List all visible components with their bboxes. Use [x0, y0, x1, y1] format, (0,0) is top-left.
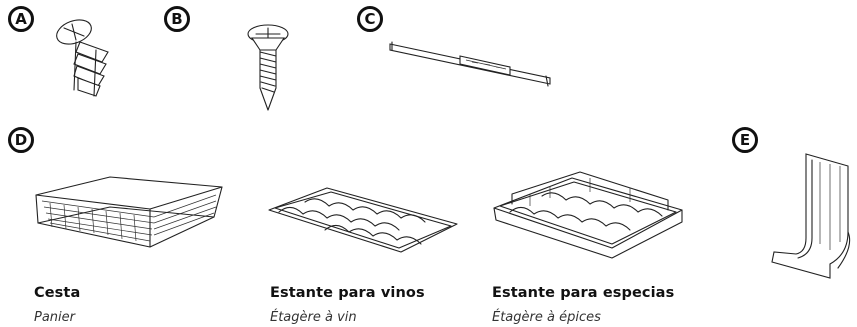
spice-rack-icon	[490, 164, 690, 264]
badge-b: B	[164, 6, 190, 32]
accessory-name: Estante para especias	[492, 285, 675, 301]
accessory-caption: Cesta Panier	[34, 285, 80, 325]
wine-rack-icon	[265, 182, 465, 257]
accessory-name: Estante para vinos	[270, 285, 425, 301]
badge-d: D	[8, 127, 34, 153]
wire-basket-icon	[30, 165, 230, 255]
accessory-caption: Estante para vinos Étagère à vin	[270, 285, 425, 325]
badge-c: C	[357, 6, 383, 32]
countersunk-screw-icon	[238, 22, 298, 114]
plastic-anchor-screw-icon	[50, 14, 130, 104]
accessory-translation: Étagère à vin	[270, 310, 357, 325]
accessory-translation: Panier	[34, 310, 75, 325]
curved-bracket-icon	[768, 150, 857, 290]
accessory-translation: Étagère à épices	[492, 310, 601, 325]
badge-a: A	[8, 6, 34, 32]
accessory-name: Cesta	[34, 285, 81, 301]
slide-rail-icon	[386, 38, 556, 90]
badge-e: E	[732, 127, 758, 153]
accessory-caption: Estante para especias Étagère à épices	[492, 285, 674, 325]
